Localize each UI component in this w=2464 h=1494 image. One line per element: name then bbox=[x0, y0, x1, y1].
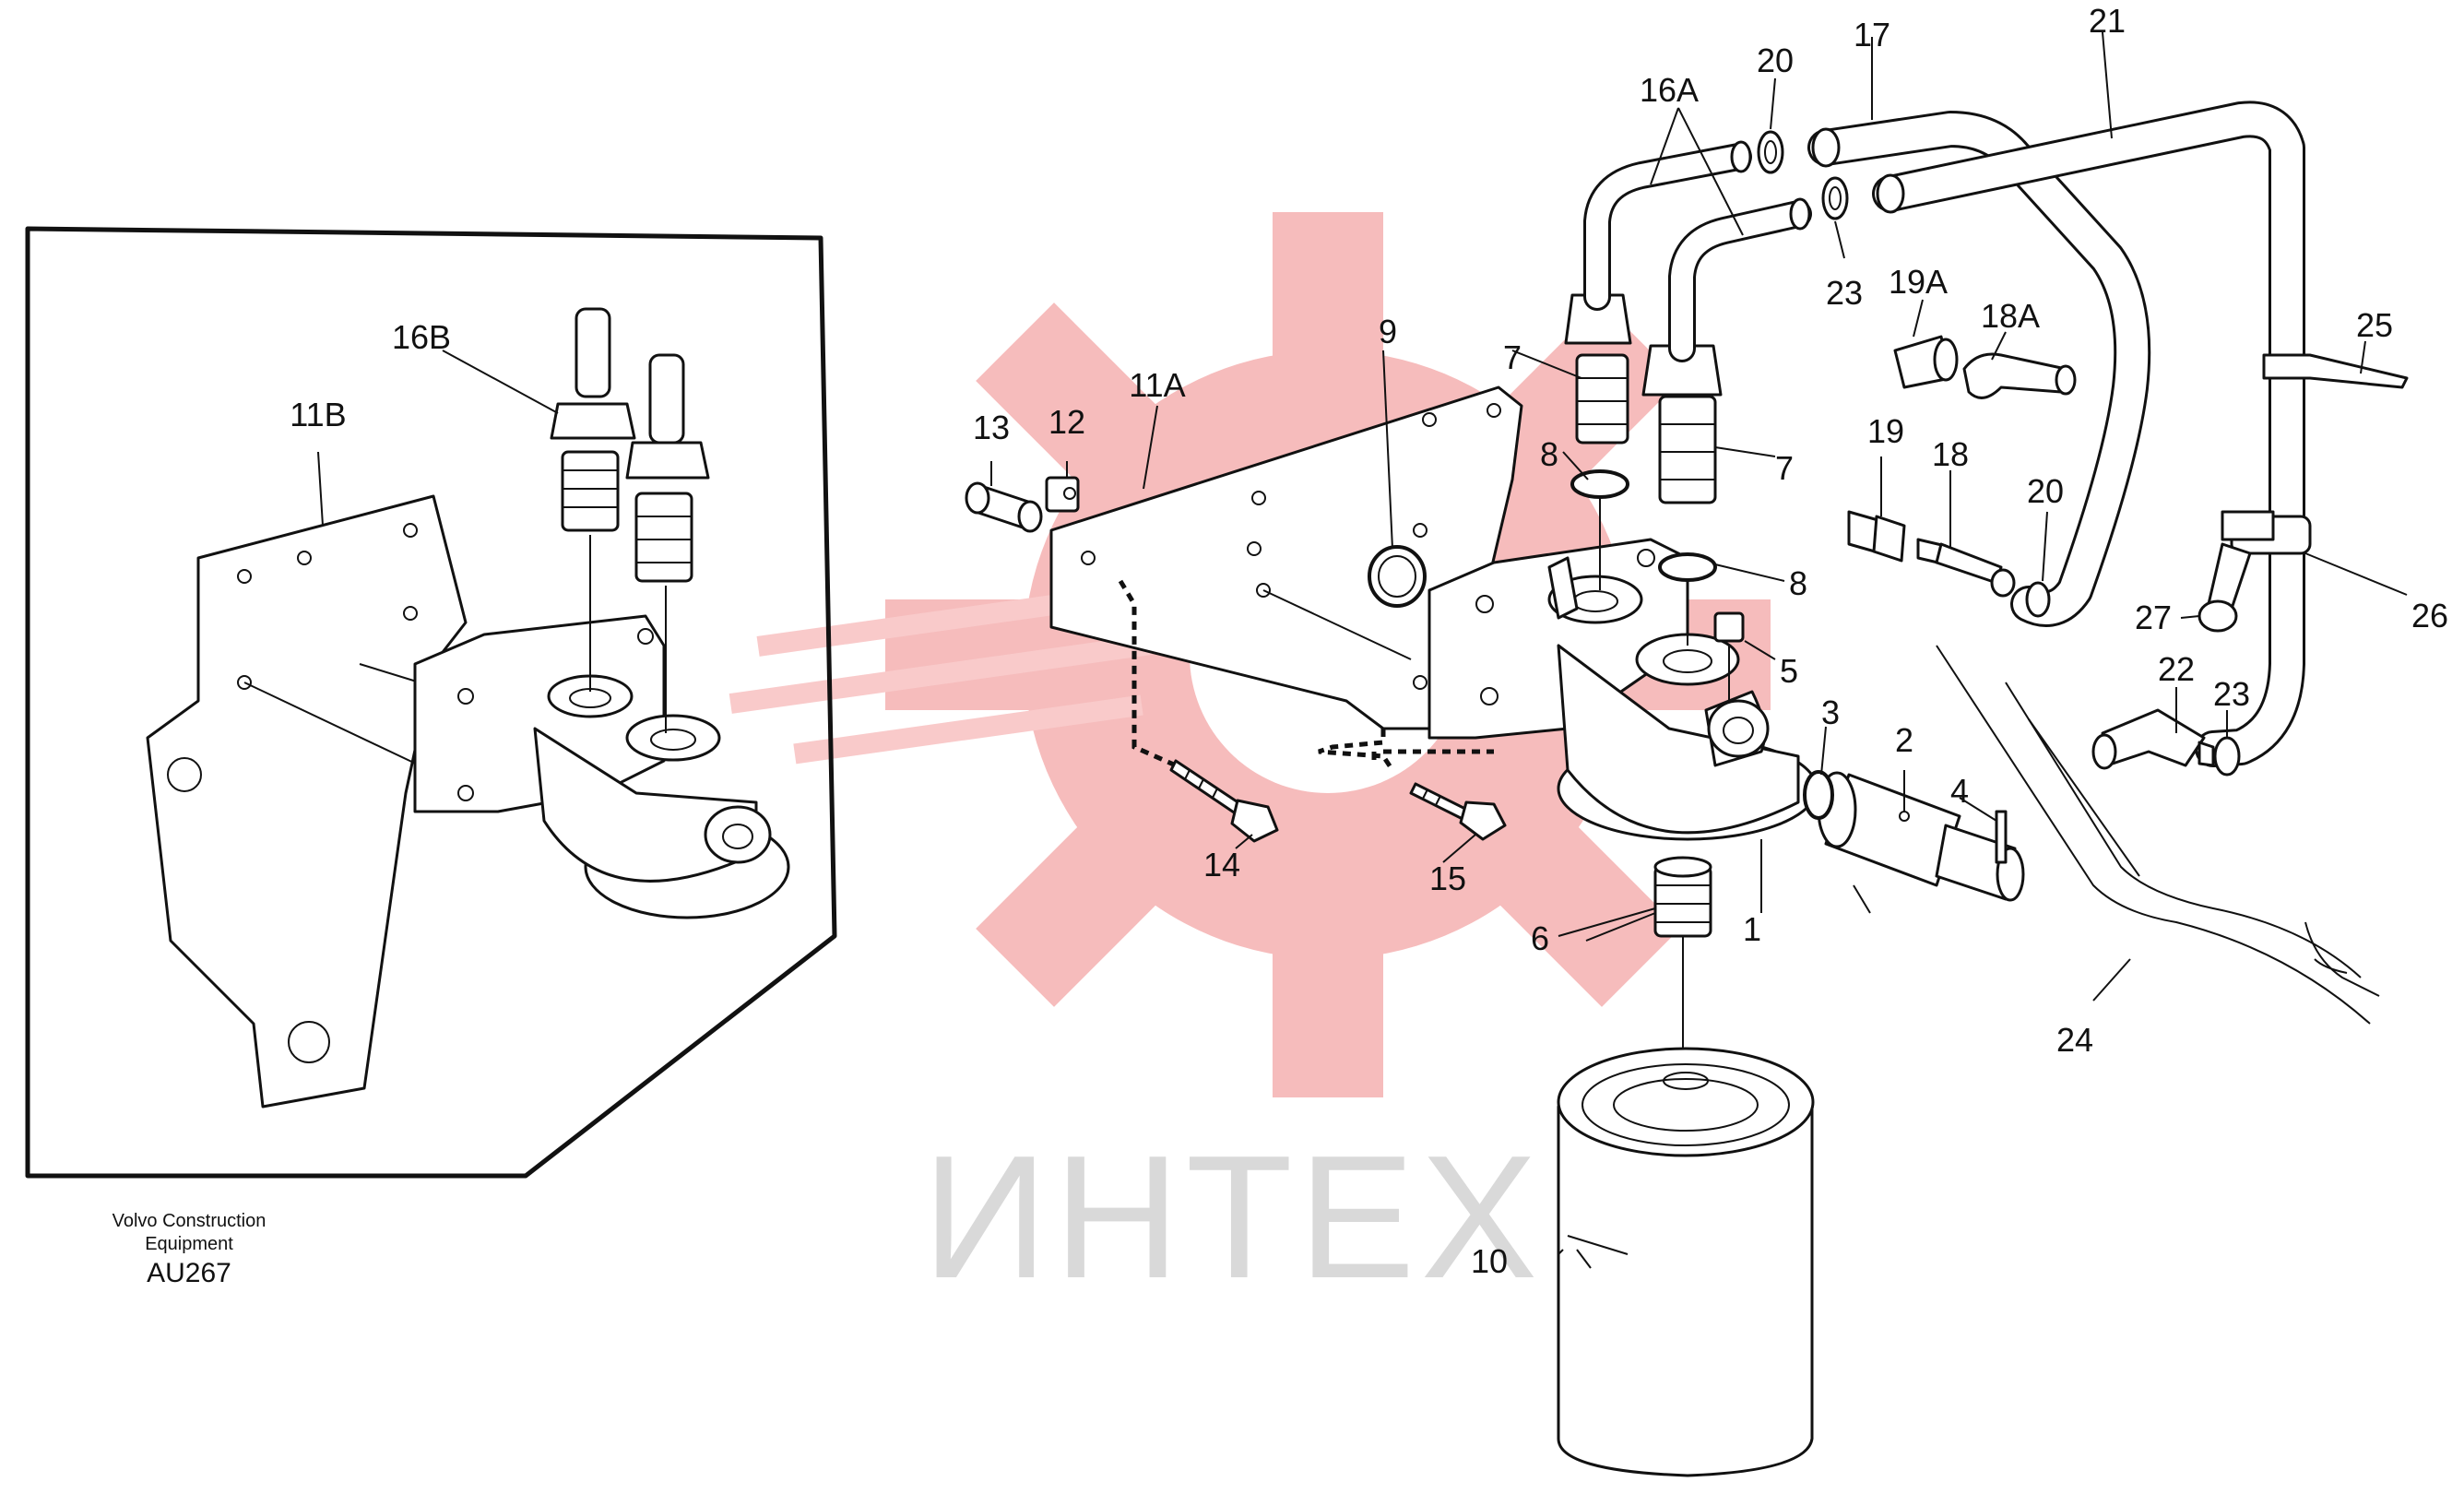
screw-27 bbox=[2197, 542, 2252, 633]
o-ring-8-left bbox=[1570, 469, 1629, 499]
fitting-6 bbox=[1653, 856, 1712, 1074]
caption-code: AU267 bbox=[147, 1258, 231, 1288]
label-7-left: 7 bbox=[1503, 338, 1522, 376]
label-22: 22 bbox=[2158, 650, 2195, 688]
clamp-20-lower bbox=[2025, 581, 2051, 618]
label-5: 5 bbox=[1780, 652, 1798, 690]
label-17: 17 bbox=[1854, 16, 1890, 53]
label-10: 10 bbox=[1471, 1242, 1508, 1280]
label-14: 14 bbox=[1203, 846, 1240, 883]
label-11b: 11B bbox=[290, 396, 346, 433]
clamp-20-top bbox=[1757, 130, 1784, 174]
label-25: 25 bbox=[2356, 306, 2393, 344]
caption-line-2: Equipment bbox=[145, 1234, 233, 1254]
label-1: 1 bbox=[1743, 910, 1761, 948]
pin-4 bbox=[1995, 810, 2008, 864]
elbow-18a bbox=[1962, 352, 2077, 399]
label-21: 21 bbox=[2089, 2, 2126, 40]
watermark-text: ИНТЕХ bbox=[922, 1120, 1543, 1315]
clamp-23-top bbox=[1821, 176, 1849, 220]
label-11a: 11A bbox=[1129, 366, 1185, 404]
bolt-15 bbox=[1409, 782, 1507, 841]
label-19: 19 bbox=[1867, 412, 1904, 450]
label-8-right: 8 bbox=[1789, 564, 1807, 602]
fitting-19 bbox=[1847, 510, 1906, 563]
bleed-screw-5 bbox=[1713, 611, 1745, 701]
fitting-22 bbox=[2091, 708, 2215, 770]
o-ring-8-right bbox=[1658, 552, 1717, 582]
fitting-18 bbox=[1916, 538, 2016, 598]
label-16b: 16B bbox=[392, 318, 451, 356]
fitting-19a bbox=[1893, 335, 1959, 389]
pipe-16a bbox=[1564, 140, 1812, 397]
fitting-16b-left bbox=[550, 307, 636, 692]
filter-head-1 bbox=[1427, 538, 1818, 841]
fitting-2 bbox=[1817, 771, 2025, 902]
label-19a: 19A bbox=[1889, 263, 1948, 301]
hose-17 bbox=[1807, 111, 2151, 627]
clamp-26 bbox=[2221, 510, 2312, 555]
label-8-left: 8 bbox=[1540, 435, 1558, 473]
bolt-14 bbox=[1169, 759, 1279, 843]
label-3: 3 bbox=[1821, 694, 1840, 731]
label-12: 12 bbox=[1048, 403, 1085, 441]
label-26: 26 bbox=[2411, 597, 2448, 634]
part-labels: 1 2 3 4 5 6 7 7 8 8 9 10 11A 11B 12 13 1… bbox=[290, 2, 2448, 1280]
label-27: 27 bbox=[2135, 599, 2172, 636]
nut-12 bbox=[1045, 476, 1080, 513]
label-4: 4 bbox=[1950, 772, 1969, 810]
label-16a: 16A bbox=[1640, 71, 1699, 109]
label-6: 6 bbox=[1531, 919, 1549, 957]
caption: Volvo Construction Equipment AU267 bbox=[113, 1211, 267, 1288]
inset-box bbox=[25, 226, 837, 1179]
leader-lines bbox=[990, 31, 2408, 1269]
label-18a: 18A bbox=[1981, 297, 2040, 335]
fitting-7-right bbox=[1658, 395, 1717, 504]
fitting-16b-right bbox=[625, 353, 710, 733]
label-23-top: 23 bbox=[1826, 274, 1863, 312]
spacer-13 bbox=[965, 481, 1043, 533]
label-15: 15 bbox=[1429, 860, 1466, 897]
label-18: 18 bbox=[1932, 435, 1969, 473]
bracket-plate-11b bbox=[146, 494, 468, 1109]
label-24: 24 bbox=[2056, 1021, 2093, 1059]
label-23-lower: 23 bbox=[2213, 675, 2250, 713]
cable-tie-25 bbox=[2262, 353, 2409, 389]
label-20-top: 20 bbox=[1757, 42, 1794, 79]
clamp-23-lower bbox=[2213, 736, 2241, 777]
filter-10 bbox=[1557, 1047, 1815, 1477]
label-7-right: 7 bbox=[1775, 449, 1794, 487]
label-2: 2 bbox=[1895, 721, 1913, 759]
label-20-lower: 20 bbox=[2027, 472, 2064, 510]
hose-21 bbox=[1872, 101, 2305, 767]
label-9: 9 bbox=[1379, 313, 1397, 350]
o-ring-3 bbox=[1803, 770, 1834, 820]
fitting-7-left bbox=[1575, 353, 1629, 445]
label-13: 13 bbox=[973, 409, 1010, 446]
caption-line-1: Volvo Construction bbox=[113, 1211, 267, 1231]
frame-24 bbox=[1936, 645, 2380, 1025]
